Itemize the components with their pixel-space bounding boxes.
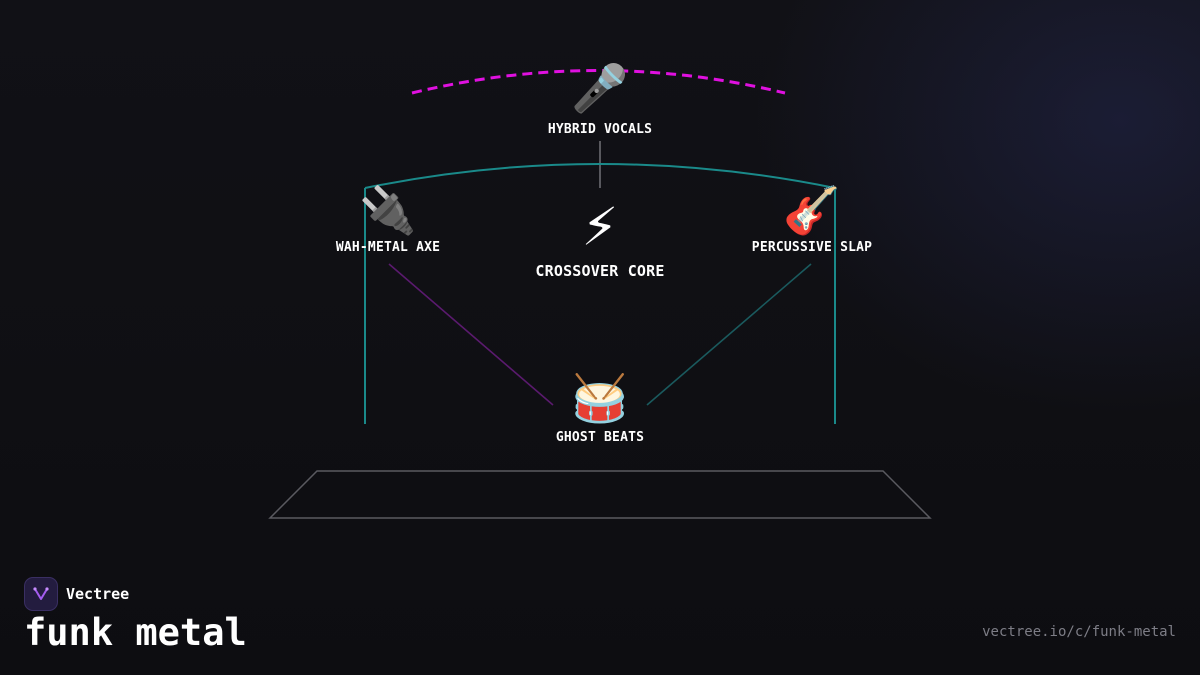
microphone-icon: 🎤 bbox=[571, 61, 629, 115]
node-label: WAH-METAL AXE bbox=[335, 240, 441, 255]
vocals-arc bbox=[411, 69, 786, 95]
electric-plug-icon: 🔌 bbox=[359, 183, 417, 237]
page-title: funk metal bbox=[24, 611, 247, 654]
brand-name: Vectree bbox=[66, 585, 130, 603]
node-label: CROSSOVER CORE bbox=[535, 262, 665, 280]
drum-icon: 🥁 bbox=[571, 371, 629, 425]
axe-beats-link bbox=[388, 263, 554, 406]
teal-arch bbox=[364, 163, 836, 189]
brand: Vectree bbox=[24, 577, 129, 611]
node-label: HYBRID VOCALS bbox=[547, 122, 653, 137]
slap-beats-link bbox=[646, 263, 812, 406]
node-label: GHOST BEATS bbox=[555, 430, 645, 445]
node-ghost-beats: 🥁 GHOST BEATS bbox=[556, 370, 644, 445]
lightning-bolt-icon: ⚡ bbox=[581, 190, 619, 260]
guitar-icon: 🎸 bbox=[783, 183, 841, 237]
vectree-logo-icon bbox=[24, 577, 58, 611]
node-wah-metal-axe: 🔌 WAH-METAL AXE bbox=[336, 182, 440, 255]
node-percussive-slap: 🎸 PERCUSSIVE SLAP bbox=[752, 182, 872, 255]
page-url[interactable]: vectree.io/c/funk-metal bbox=[982, 624, 1176, 640]
node-crossover-core: ⚡ CROSSOVER CORE bbox=[535, 190, 664, 280]
node-label: PERCUSSIVE SLAP bbox=[751, 240, 873, 255]
stage-platform bbox=[268, 470, 932, 519]
node-hybrid-vocals: 🎤 HYBRID VOCALS bbox=[548, 60, 652, 137]
